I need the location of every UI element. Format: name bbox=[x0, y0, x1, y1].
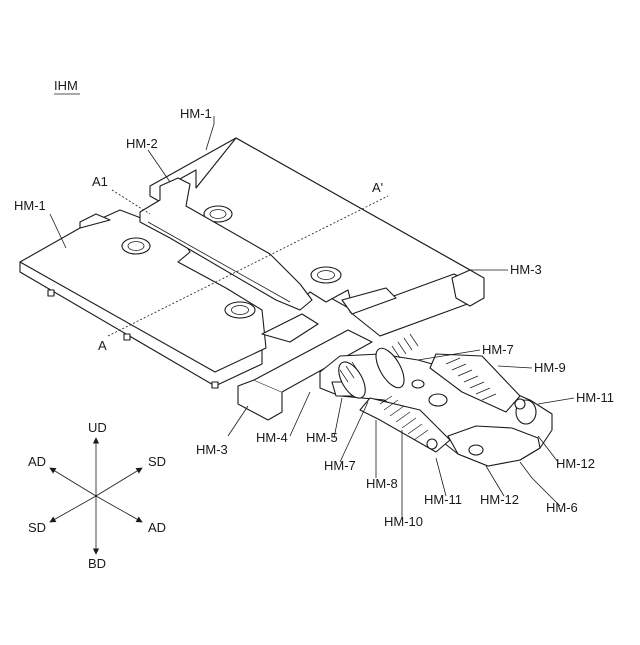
label-hm7-lower: HM-7 bbox=[324, 458, 356, 473]
label-hm1-top: HM-1 bbox=[180, 106, 212, 121]
label-bd: BD bbox=[88, 556, 106, 571]
label-hm12-lower: HM-12 bbox=[480, 492, 519, 507]
figure-id: IHM bbox=[54, 78, 80, 94]
label-ad-upper: AD bbox=[28, 454, 46, 469]
ad-arrow-upper bbox=[50, 468, 96, 496]
direction-indicator: UD BD AD AD SD SD bbox=[28, 420, 166, 571]
label-a1: A1 bbox=[92, 174, 108, 189]
label-ud: UD bbox=[88, 420, 107, 435]
figure-id-text: IHM bbox=[54, 78, 78, 93]
label-hm3-right: HM-3 bbox=[510, 262, 542, 277]
label-hm6: HM-6 bbox=[546, 500, 578, 515]
sd-arrow-lower bbox=[50, 496, 96, 522]
ad-arrow-lower bbox=[96, 496, 142, 522]
label-hm3-left: HM-3 bbox=[196, 442, 228, 457]
label-hm5: HM-5 bbox=[306, 430, 338, 445]
label-a: A bbox=[98, 338, 107, 353]
label-hm2: HM-2 bbox=[126, 136, 158, 151]
label-hm7-upper: HM-7 bbox=[482, 342, 514, 357]
label-hm11-lower: HM-11 bbox=[424, 492, 462, 507]
label-ad-lower: AD bbox=[148, 520, 166, 535]
label-sd-lower: SD bbox=[28, 520, 46, 535]
label-hm12-right: HM-12 bbox=[556, 456, 595, 471]
label-hm9: HM-9 bbox=[534, 360, 566, 375]
label-sd-upper: SD bbox=[148, 454, 166, 469]
label-hm11-right: HM-11 bbox=[576, 390, 614, 405]
sd-arrow-upper bbox=[96, 468, 142, 496]
label-hm1-left: HM-1 bbox=[14, 198, 46, 213]
label-hm4: HM-4 bbox=[256, 430, 288, 445]
label-hm10: HM-10 bbox=[384, 514, 423, 529]
label-a-prime: A' bbox=[372, 180, 383, 195]
label-hm8: HM-8 bbox=[366, 476, 398, 491]
